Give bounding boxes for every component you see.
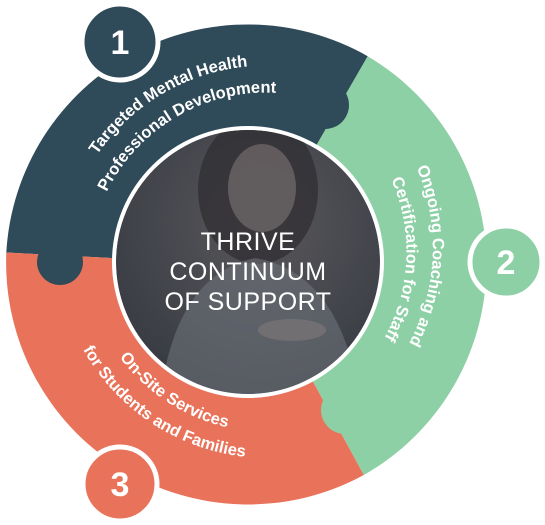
badge-1: 1 xyxy=(79,1,161,83)
center-photo xyxy=(116,130,380,394)
segment-2-puzzle-tab-bottom-overlay xyxy=(321,386,369,434)
center-title-line-3: OF SUPPORT xyxy=(164,288,331,316)
person-hand-shape xyxy=(258,319,326,341)
badge-3-circle xyxy=(80,444,160,524)
center-title-line-1: THRIVE xyxy=(201,228,296,256)
badge-1-number: 1 xyxy=(111,24,130,62)
badge-3-number: 3 xyxy=(111,466,130,504)
badge-2-number: 2 xyxy=(497,244,516,282)
segment-1-puzzle-tab-right-overlay xyxy=(301,81,349,129)
person-face-shape xyxy=(228,144,296,232)
badge-1-circle xyxy=(79,1,161,83)
segment-2-arc xyxy=(311,56,487,475)
center-title-line-2: CONTINUUM xyxy=(169,258,326,286)
segment-1-puzzle-tab-bottom-overlay xyxy=(37,239,83,285)
badge-3: 3 xyxy=(80,444,160,524)
badge-2: 2 xyxy=(467,223,545,301)
center-title: THRIVE CONTINUUM OF SUPPORT xyxy=(164,228,331,316)
badge-2-circle xyxy=(467,223,545,301)
